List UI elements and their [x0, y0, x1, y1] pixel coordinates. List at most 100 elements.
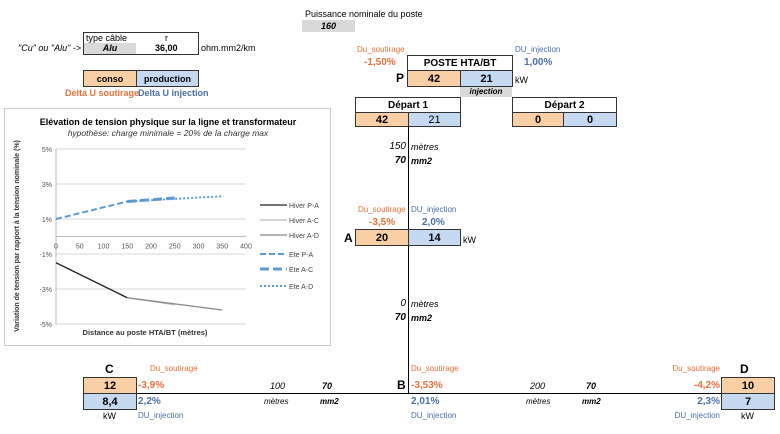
seg-bc-length-unit: mètres [264, 397, 289, 406]
seg-bd-length: 200 [530, 381, 546, 391]
poste-du-injection-label: DU_injection [515, 45, 561, 54]
seg-pa-section: 70 [394, 155, 406, 166]
seg-ab-length-unit: mètres [411, 299, 439, 309]
seg-bd-length-unit: mètres [526, 397, 551, 406]
chart-xlabel: Distance au poste HTA/BT (mètres) [83, 328, 208, 337]
y-tick-label: -3% [40, 287, 52, 294]
x-tick-label: 100 [98, 244, 110, 251]
a-prod[interactable]: 14 [408, 229, 461, 246]
r-value: 36,00 [155, 43, 178, 53]
feeder-line-horizontal [136, 393, 722, 394]
seg-bc-section-unit: mm2 [320, 397, 339, 406]
poste-label: P [396, 71, 405, 85]
x-tick-label: 250 [169, 244, 181, 251]
d-prod[interactable]: 7 [721, 393, 775, 410]
seg-bd-section: 70 [586, 381, 597, 391]
seg-pa-length: 150 [389, 141, 406, 152]
production-legend: production [136, 70, 199, 87]
production-desc: Delta U injection [138, 88, 209, 98]
depart1-prod: 21 [408, 112, 461, 127]
b-du-soutirage-label: Du_soutirage [411, 364, 459, 373]
d-du-soutirage: -4,2% [693, 380, 720, 391]
injection-label: injection [460, 87, 512, 97]
feeder-line-vertical [408, 126, 409, 394]
cable-type-input[interactable]: Alu [84, 43, 136, 54]
seg-bd-section-unit: mm2 [582, 397, 601, 406]
legend-label: Hiver P-A [289, 203, 319, 210]
c-du-soutirage-label: Du_soutirage [150, 364, 198, 373]
poste-du-soutirage: -1,50% [364, 57, 396, 68]
seg-ab-length: 0 [400, 298, 406, 309]
seg-pa-length-unit: mètres [411, 142, 439, 152]
y-tick-label: -1% [40, 252, 52, 259]
puissance-input[interactable]: 160 [302, 20, 355, 32]
seg-bc-length: 100 [270, 381, 286, 391]
x-tick-label: 200 [145, 244, 157, 251]
d-unit: kW [741, 411, 754, 421]
poste-prod[interactable]: 21 [460, 70, 513, 87]
y-tick-label: 3% [42, 182, 52, 189]
chart-title: Elévation de tension physique sur la lig… [40, 117, 297, 127]
depart2-title: Départ 2 [512, 97, 617, 113]
cable-table [83, 32, 199, 55]
b-du-injection-label: DU_injection [411, 411, 457, 420]
b-du-soutirage: -3,53% [411, 380, 443, 391]
legend-label: Ete A-D [289, 284, 313, 291]
a-du-soutirage-label: Du_soutirage [358, 205, 406, 214]
depart2-conso: 0 [512, 112, 564, 127]
poste-unit: kW [515, 75, 528, 85]
chart-frame: Elévation de tension physique sur la lig… [4, 108, 331, 346]
y-tick-label: 1% [42, 217, 52, 224]
seg-ab-section-unit: mm2 [411, 313, 433, 323]
y-tick-label: 5% [42, 147, 52, 154]
x-tick-label: 150 [121, 244, 133, 251]
conso-legend: conso [83, 70, 137, 87]
poste-conso[interactable]: 42 [407, 70, 461, 87]
c-unit: kW [103, 411, 116, 421]
r-unit: ohm.mm2/km [201, 43, 256, 53]
seg-pa-section-unit: mm2 [411, 156, 433, 166]
series-line [127, 297, 223, 311]
d-du-injection-label: DU_injection [674, 411, 720, 420]
conso-desc: Delta U soutirage [65, 88, 140, 98]
seg-bc-section: 70 [322, 381, 333, 391]
depart1-title: Départ 1 [355, 97, 461, 113]
voltage-chart: Elévation de tension physique sur la lig… [14, 117, 319, 337]
cable-hint: "Cu" ou "Alu" -> [18, 43, 82, 53]
c-prod[interactable]: 8,4 [83, 393, 137, 410]
puissance-label: Puissance nominale du poste [305, 9, 423, 19]
chart-subtitle: hypothèse: charge minimale = 20% de la c… [68, 128, 269, 138]
poste-title: POSTE HTA/BT [407, 55, 513, 71]
legend-label: Hiver A-C [289, 218, 319, 225]
a-label: A [344, 231, 353, 245]
a-du-injection-label: DU_injection [411, 205, 457, 214]
c-du-soutirage: -3,9% [138, 380, 165, 391]
poste-du-soutirage-label: Du_soutirage [357, 45, 405, 54]
d-conso[interactable]: 10 [721, 377, 775, 394]
a-du-soutirage: -3,5% [369, 217, 396, 228]
y-tick-label: -5% [40, 322, 52, 329]
depart1-conso: 42 [355, 112, 409, 127]
seg-ab-section: 70 [394, 312, 406, 323]
d-du-injection: 2,3% [697, 396, 720, 407]
c-du-injection-label: DU_injection [138, 411, 184, 420]
x-tick-label: 50 [76, 244, 84, 251]
a-du-injection: 2,0% [422, 217, 445, 228]
a-unit: kW [463, 235, 476, 245]
b-label: B [397, 378, 406, 392]
type-header: type câble [86, 33, 128, 43]
series-line [55, 200, 128, 220]
legend-label: Hiver A-D [289, 233, 319, 240]
series-line [55, 262, 128, 299]
r-header: r [165, 33, 168, 43]
x-tick-label: 0 [54, 244, 58, 251]
c-du-injection: 2,2% [138, 396, 161, 407]
x-tick-label: 300 [193, 244, 205, 251]
c-label: C [105, 362, 114, 376]
legend-label: Ete P-A [289, 252, 313, 259]
series-line [127, 196, 175, 203]
a-conso[interactable]: 20 [355, 229, 409, 246]
legend-label: Ete A-C [289, 267, 313, 274]
x-tick-label: 350 [216, 244, 228, 251]
c-conso[interactable]: 12 [83, 377, 137, 394]
